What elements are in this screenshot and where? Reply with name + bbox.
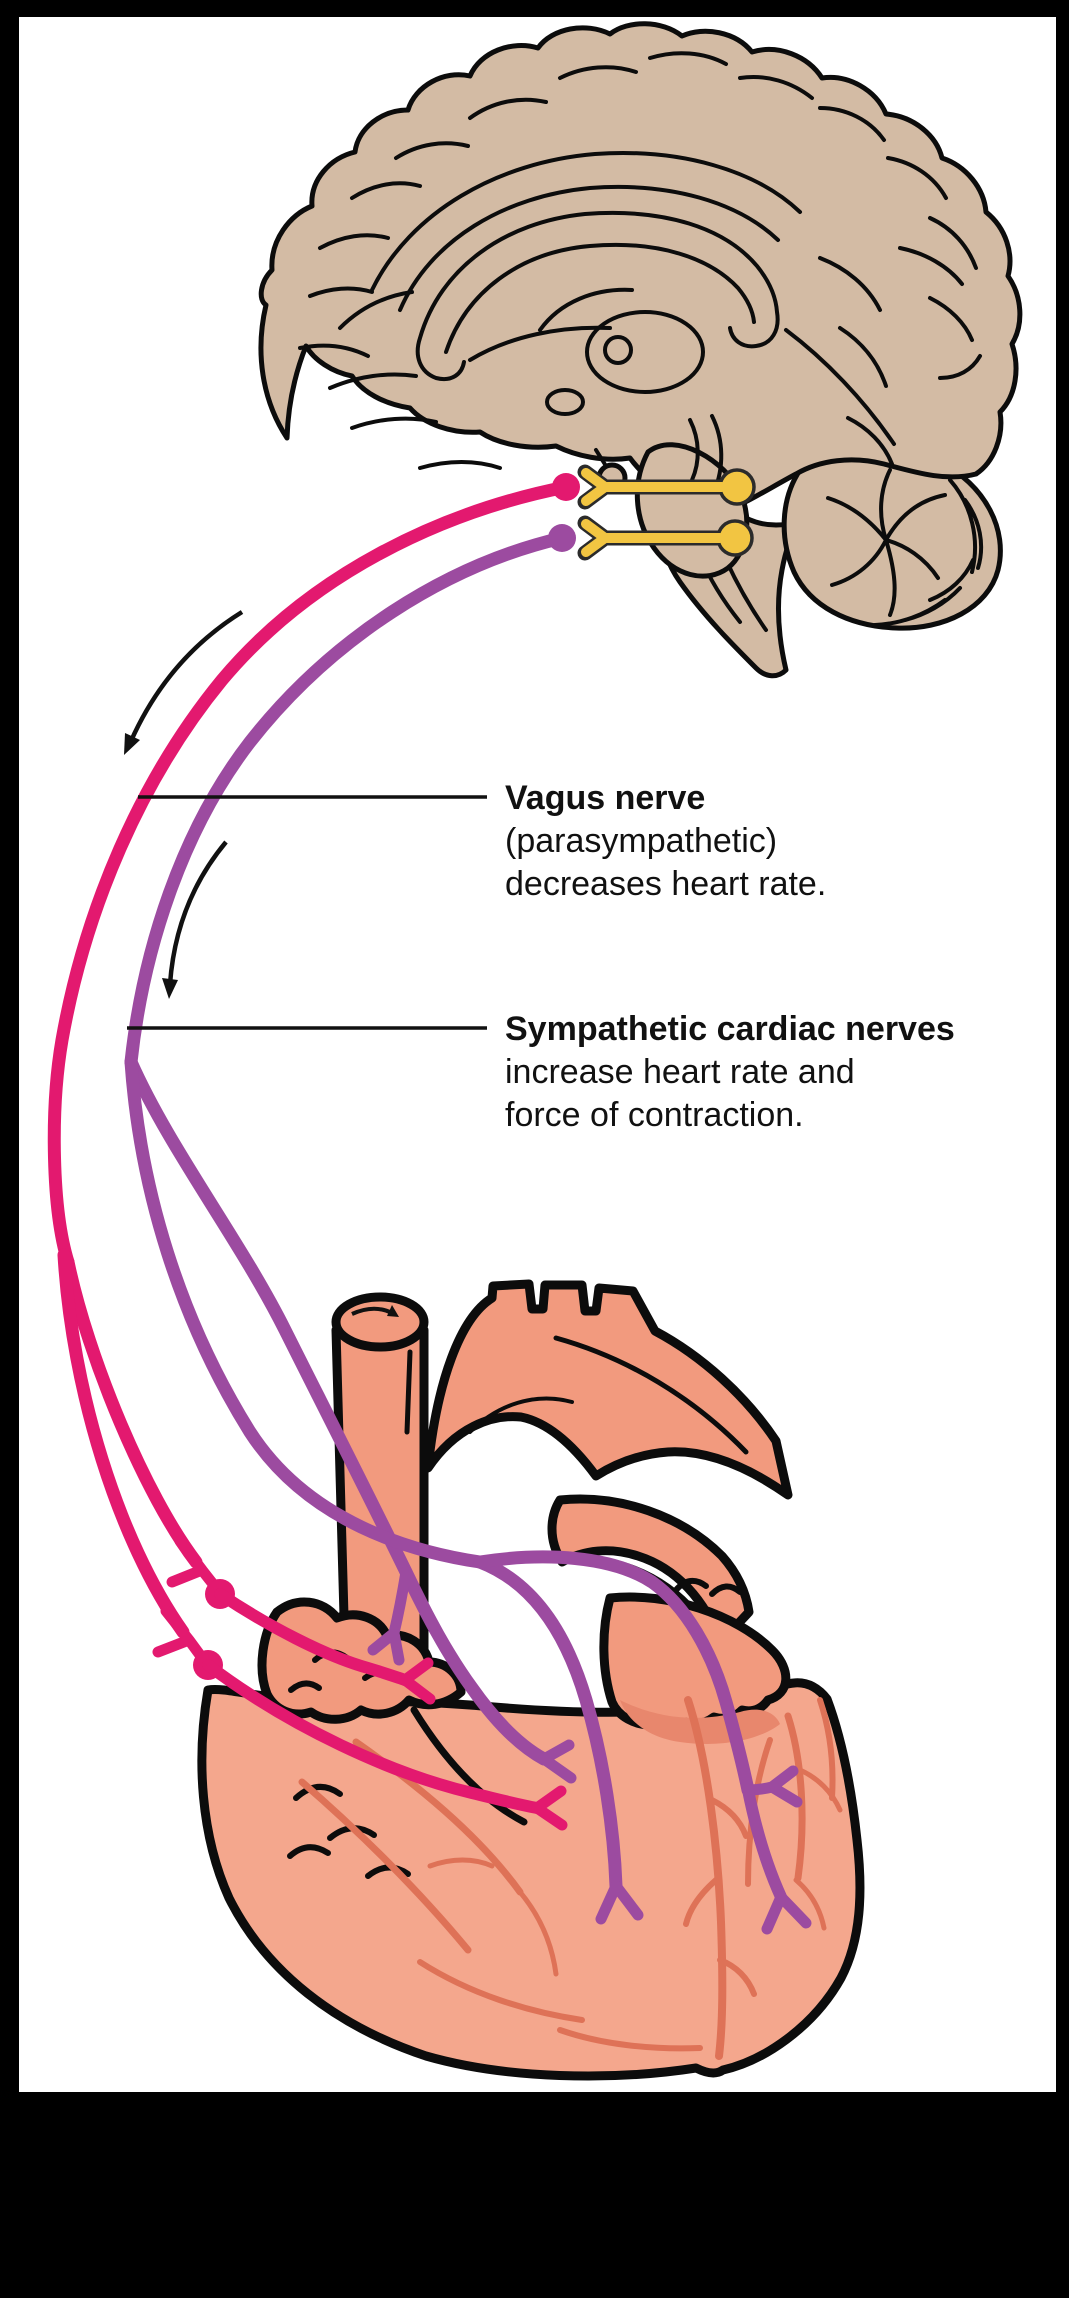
flow-arrow-vagus: [124, 610, 244, 755]
postganglionic-fiber: [202, 1659, 543, 1814]
sympathetic-nerve-pathway: [124, 524, 812, 1935]
label-sympathetic-line1: increase heart rate and: [505, 1053, 855, 1091]
cerebrum: [258, 21, 1023, 516]
sympathetic-branch-a-stub: [367, 1566, 412, 1666]
heart-illustration: [197, 1279, 865, 2081]
parasympathetic-ganglion: [152, 1605, 568, 1831]
hypothalamus: [545, 388, 585, 416]
aorta: [423, 1279, 793, 1500]
label-vagus-line1: (parasympathetic): [505, 822, 777, 860]
corpus-callosum: [415, 210, 780, 381]
label-vagus-line2: decreases heart rate.: [505, 865, 826, 903]
vagus-nerve-pathway: [47, 473, 580, 1831]
sympathetic-branch-b: [124, 1055, 487, 1569]
thalamus: [585, 310, 705, 394]
sympathetic-nucleus-neuron-icon: [577, 515, 754, 561]
brain-illustration: [258, 21, 1023, 679]
parasympathetic-ganglion: [166, 1535, 436, 1705]
cingulate-sulcus: [370, 151, 802, 312]
vagus-origin-dot: [552, 473, 580, 501]
label-sympathetic-line2: force of contraction.: [505, 1096, 804, 1134]
cortical-sulci: [298, 51, 982, 470]
nerve-terminal-y: [399, 1657, 436, 1705]
label-sympathetic-nerves: Sympathetic cardiac nerves increase hear…: [505, 1010, 955, 1134]
atrioventricular-groove: [410, 1706, 528, 1826]
brainstem-nuclei: [577, 464, 756, 561]
sympathetic-branch-a: [124, 1055, 551, 1766]
direction-arrows: [124, 610, 244, 999]
interthalamic-adhesion: [603, 335, 633, 365]
vagal-nucleus-neuron-icon: [577, 464, 756, 510]
flow-arrow-sympathetic: [162, 840, 228, 999]
nerve-terminal-y: [531, 1785, 568, 1831]
pituitary-stalk: [594, 448, 608, 468]
sympathetic-main-fiber: [124, 531, 569, 1069]
label-sympathetic-title: Sympathetic cardiac nerves: [505, 1010, 955, 1048]
postganglionic-fiber: [214, 1588, 411, 1686]
superior-vena-cava: [331, 1292, 429, 1665]
svc-blood-flow-arrow: [351, 1306, 393, 1316]
vagus-preganglionic-fiber: [47, 480, 573, 1269]
label-vagus-nerve: Vagus nerve (parasympathetic) decreases …: [505, 779, 826, 903]
cerebellum-arbor-vitae: [826, 468, 984, 627]
sympathetic-origin-dot: [548, 524, 576, 552]
label-vagus-title: Vagus nerve: [505, 779, 705, 817]
